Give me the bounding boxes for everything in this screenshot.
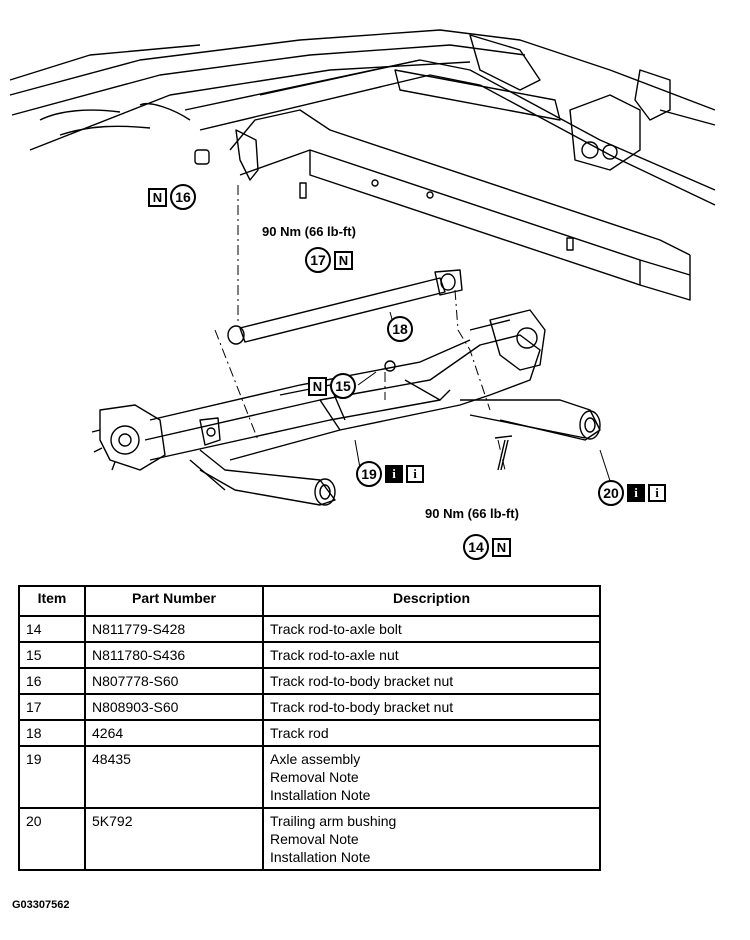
- cell-description: Axle assembly Removal Note Installation …: [262, 745, 601, 809]
- description-line: Track rod: [270, 725, 329, 741]
- new-part-badge: N: [148, 187, 167, 207]
- description-line: Track rod-to-body bracket nut: [270, 673, 454, 689]
- cell-part-number: 4264: [84, 719, 264, 747]
- new-part-badge: N: [492, 537, 511, 557]
- callout-15: N 15: [308, 373, 356, 399]
- suspension-line-art: [9, 29, 716, 506]
- cell-part-number: 48435: [84, 745, 264, 809]
- removal-note-link[interactable]: Removal Note: [270, 769, 359, 785]
- callout-number: 14: [463, 534, 489, 560]
- installation-note-info-icon[interactable]: i: [406, 465, 424, 483]
- table-row: 18 4264 Track rod: [18, 719, 601, 747]
- body-frame-rail: [9, 29, 716, 301]
- table-row: 17 N808903-S60 Track rod-to-body bracket…: [18, 693, 601, 721]
- callout-number: 19: [356, 461, 382, 487]
- description-line: Trailing arm bushing: [270, 813, 397, 829]
- table-row: 15 N811780-S436 Track rod-to-axle nut: [18, 641, 601, 669]
- callout-20: 20 i i: [598, 480, 666, 506]
- cell-item: 20: [18, 807, 86, 871]
- new-part-badge: N: [308, 376, 327, 396]
- cell-description: Trailing arm bushing Removal Note Instal…: [262, 807, 601, 871]
- callout-number: 17: [305, 247, 331, 273]
- callout-19: 19 i i: [356, 461, 424, 487]
- cell-description: Track rod: [262, 719, 601, 747]
- callout-number: 15: [330, 373, 356, 399]
- table-row: 14 N811779-S428 Track rod-to-axle bolt: [18, 615, 601, 643]
- cell-part-number: 5K792: [84, 807, 264, 871]
- torque-spec-lower: 90 Nm (66 lb-ft): [425, 506, 519, 521]
- parts-table: Item Part Number Description 14 N811779-…: [18, 585, 601, 871]
- column-header-part-number: Part Number: [84, 585, 264, 617]
- removal-note-info-icon[interactable]: i: [385, 465, 403, 483]
- axle-assembly: [91, 309, 601, 506]
- callout-14: 14 N: [463, 534, 511, 560]
- cell-item: 19: [18, 745, 86, 809]
- description-line: Track rod-to-body bracket nut: [270, 699, 454, 715]
- new-part-badge: N: [334, 250, 353, 270]
- cell-description: Track rod-to-body bracket nut: [262, 693, 601, 721]
- description-line: Track rod-to-axle bolt: [270, 621, 402, 637]
- installation-note-link[interactable]: Installation Note: [270, 849, 371, 865]
- callout-18: 18: [387, 316, 413, 342]
- removal-note-link[interactable]: Removal Note: [270, 831, 359, 847]
- callout-16: N 16: [148, 184, 196, 210]
- table-row: 16 N807778-S60 Track rod-to-body bracket…: [18, 667, 601, 695]
- exploded-view-diagram: N 16 90 Nm (66 lb-ft) 17 N 18 N 15 19 i …: [9, 29, 716, 560]
- cell-description: Track rod-to-axle nut: [262, 641, 601, 669]
- leader-lines: [214, 185, 506, 471]
- cell-part-number: N807778-S60: [84, 667, 264, 695]
- cell-item: 17: [18, 693, 86, 721]
- description-line: Axle assembly: [270, 751, 361, 767]
- cell-description: Track rod-to-body bracket nut: [262, 667, 601, 695]
- figure-id-label: G03307562: [12, 899, 70, 911]
- description-line: Track rod-to-axle nut: [270, 647, 399, 663]
- table-row: 20 5K792 Trailing arm bushing Removal No…: [18, 807, 601, 871]
- track-rod: [227, 269, 463, 345]
- installation-note-info-icon[interactable]: i: [648, 484, 666, 502]
- table-header-row: Item Part Number Description: [18, 585, 601, 617]
- table-row: 19 48435 Axle assembly Removal Note Inst…: [18, 745, 601, 809]
- cell-item: 15: [18, 641, 86, 669]
- cell-item: 16: [18, 667, 86, 695]
- callout-number: 16: [170, 184, 196, 210]
- callout-number: 18: [387, 316, 413, 342]
- installation-note-link[interactable]: Installation Note: [270, 787, 371, 803]
- column-header-item: Item: [18, 585, 86, 617]
- removal-note-info-icon[interactable]: i: [627, 484, 645, 502]
- cell-item: 14: [18, 615, 86, 643]
- cell-item: 18: [18, 719, 86, 747]
- callout-17: 17 N: [305, 247, 353, 273]
- callout-number: 20: [598, 480, 624, 506]
- torque-spec-upper: 90 Nm (66 lb-ft): [262, 224, 356, 239]
- cell-part-number: N811779-S428: [84, 615, 264, 643]
- cell-description: Track rod-to-axle bolt: [262, 615, 601, 643]
- cell-part-number: N808903-S60: [84, 693, 264, 721]
- cell-part-number: N811780-S436: [84, 641, 264, 669]
- column-header-description: Description: [262, 585, 601, 617]
